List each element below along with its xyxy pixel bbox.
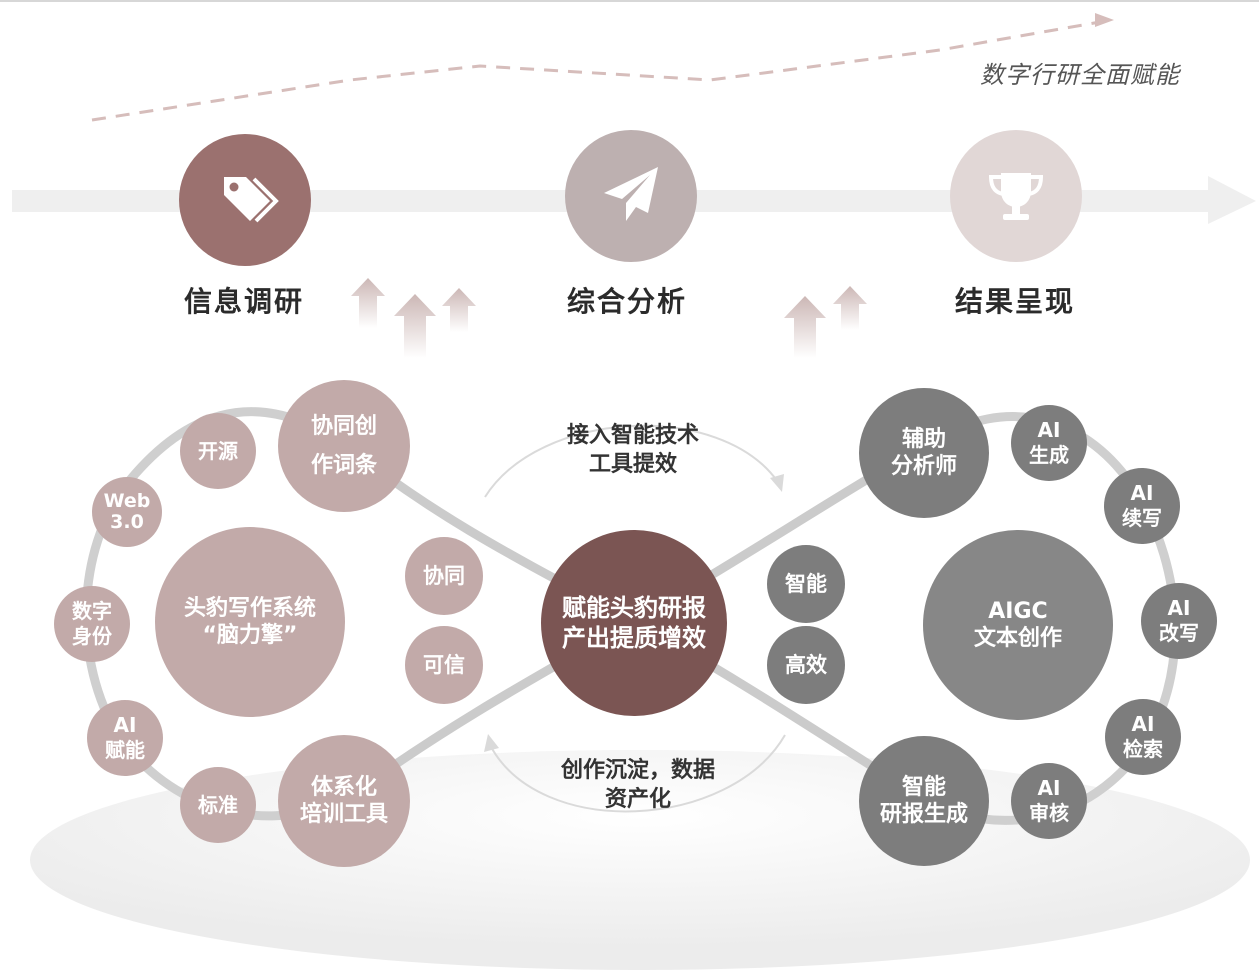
node-ai-shengcheng-line2: 生成 [1029, 443, 1069, 467]
node-zhineng-yanbao-line1: 智能 [901, 774, 946, 800]
arc-top-line2: 工具提效 [588, 451, 677, 477]
center-line1: 赋能头豹研报 [562, 594, 706, 622]
node-ai-gaixie-line1: AI [1167, 596, 1191, 620]
node-shuzi-shenfen-line1: 数字 [72, 599, 112, 623]
slogan-text: 数字行研全面赋能 [980, 61, 1180, 89]
arc-top-text: 接入智能技术 工具提效 [538, 422, 728, 479]
right-core-line2: 文本创作 [973, 626, 1062, 651]
node-ai-xuxie-line2: 续写 [1122, 506, 1162, 530]
badge-zhineng: 智能 [767, 545, 845, 623]
node-ai-funeng-line1: AI [113, 713, 137, 737]
node-shuzi-shenfen-line2: 身份 [72, 624, 112, 648]
node-xietong-chuang-line2: 作词条 [310, 453, 377, 478]
tag-icon [179, 134, 311, 266]
center-circle: 赋能头豹研报 产出提质增效 [541, 530, 727, 716]
node-web3-line1: Web [103, 490, 151, 513]
node-fuzhu-line1: 辅助 [901, 426, 946, 452]
node-tixi-peixun-line2: 培训工具 [299, 802, 388, 827]
node-fuzhu-line2: 分析师 [890, 454, 957, 479]
trend-dashed-line [91, 20, 1101, 122]
node-ai-gaixie-line2: 改写 [1159, 621, 1199, 645]
node-ai-funeng: AI 赋能 [87, 700, 163, 776]
stage-label-analysis: 综合分析 [567, 285, 688, 318]
node-ai-shenhe: AI 审核 [1011, 763, 1087, 839]
arc-bottom-arrowhead [484, 734, 499, 752]
node-zhineng-yanbao: 智能 研报生成 [859, 736, 989, 866]
node-biaozhun-label: 标准 [198, 792, 238, 817]
node-ai-xuxie-line1: AI [1130, 481, 1154, 505]
arc-top [484, 424, 779, 498]
node-ai-jiansuo: AI 检索 [1105, 699, 1181, 775]
arc-top-arrowhead [770, 474, 784, 492]
node-kaiyuan: 开源 [180, 413, 256, 489]
badge-gaoxiao: 高效 [767, 626, 845, 704]
up-arrows-right [784, 286, 867, 358]
node-biaozhun: 标准 [180, 767, 256, 843]
badge-xietong-label: 协同 [423, 563, 465, 588]
process-arrowhead [1208, 176, 1256, 224]
stage-label-research: 信息调研 [184, 285, 305, 318]
node-kaiyuan-label: 开源 [198, 438, 238, 463]
arc-bottom-line2: 资产化 [604, 786, 671, 812]
up-arrows-left [351, 278, 476, 358]
node-tixi-peixun: 体系化 培训工具 [278, 735, 410, 867]
center-line2: 产出提质增效 [562, 624, 706, 652]
node-zhineng-yanbao-line2: 研报生成 [879, 802, 968, 827]
node-ai-shenhe-line1: AI [1037, 776, 1061, 800]
badge-kexin-label: 可信 [423, 652, 465, 677]
badge-kexin: 可信 [405, 626, 483, 704]
arc-bottom-line1: 创作沉淀，数据 [560, 758, 715, 783]
right-core-line1: AIGC [988, 598, 1048, 624]
node-ai-jiansuo-line1: AI [1131, 712, 1155, 736]
node-ai-shengcheng: AI 生成 [1011, 405, 1087, 481]
node-shuzi-shenfen: 数字 身份 [54, 586, 130, 662]
node-ai-jiansuo-line2: 检索 [1123, 737, 1163, 761]
node-xietong-chuang-line1: 协同创 [310, 413, 377, 439]
badge-xietong: 协同 [405, 537, 483, 615]
paper-plane-icon [565, 130, 697, 262]
node-tixi-peixun-line1: 体系化 [310, 774, 377, 800]
node-ai-gaixie: AI 改写 [1141, 583, 1217, 659]
left-core-circle: 头豹写作系统 “脑力擎” [155, 527, 345, 717]
arc-bottom-text: 创作沉淀，数据 资产化 [533, 757, 743, 814]
node-ai-xuxie: AI 续写 [1104, 468, 1180, 544]
badge-zhineng-label: 智能 [785, 571, 827, 596]
node-ai-shengcheng-line1: AI [1037, 418, 1061, 442]
node-web3-line2: 3.0 [110, 511, 144, 533]
node-ai-funeng-line2: 赋能 [105, 738, 145, 762]
arc-top-line1: 接入智能技术 [566, 423, 699, 448]
left-core-line1: 头豹写作系统 [183, 595, 316, 621]
node-web3: Web 3.0 [92, 477, 162, 547]
badge-gaoxiao-label: 高效 [785, 652, 827, 677]
node-xietong-chuang: 协同创 作词条 [278, 380, 410, 512]
arc-bottom [489, 734, 786, 813]
trend-arrowhead [1095, 13, 1114, 27]
top-border [0, 0, 1259, 2]
trophy-icon [950, 130, 1082, 262]
node-ai-shenhe-line2: 审核 [1029, 801, 1069, 825]
left-core-line2: “脑力擎” [202, 623, 298, 648]
stage-label-result: 结果呈现 [955, 285, 1076, 318]
right-core-circle: AIGC 文本创作 [923, 530, 1113, 720]
node-fuzhu-fenxishi: 辅助 分析师 [859, 388, 989, 518]
